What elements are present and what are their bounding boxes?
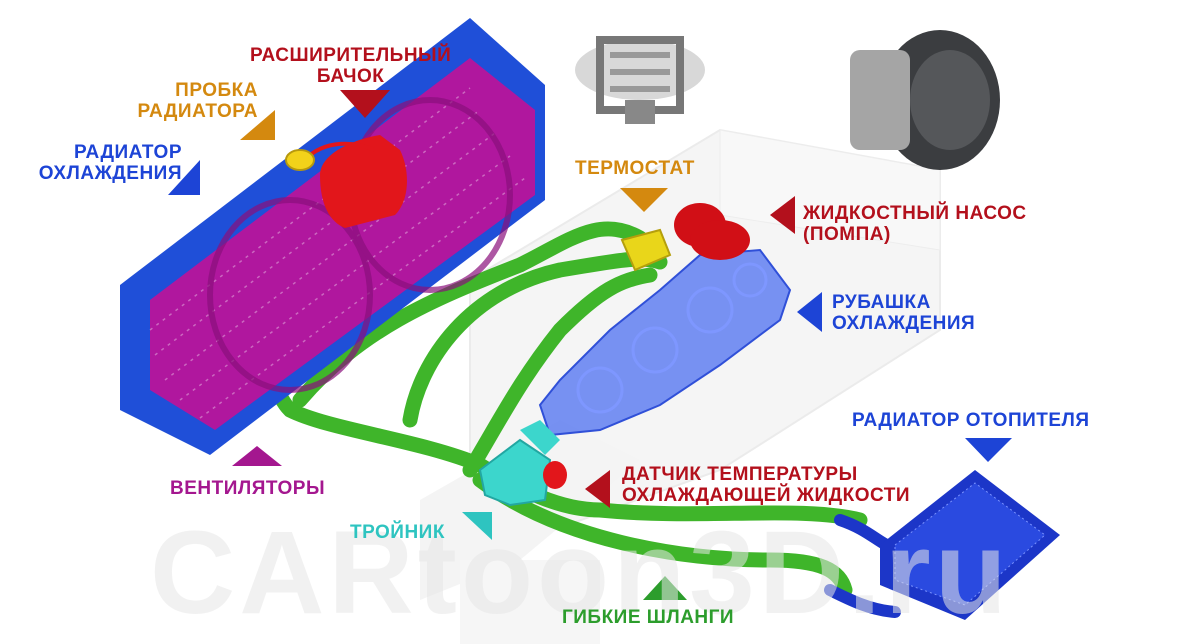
pointer-expansion-tank xyxy=(340,90,390,118)
radiator-cap xyxy=(285,149,315,171)
water-pump-photo xyxy=(850,30,1000,170)
pointer-cooling-jacket xyxy=(797,292,822,332)
temperature-sensor xyxy=(543,461,567,489)
pointer-fans xyxy=(232,446,282,466)
pointer-flexible-hoses xyxy=(643,576,687,600)
label-heater-radiator: РАДИАТОР ОТОПИТЕЛЯ xyxy=(852,410,1090,431)
watermark: CARtoon3D.ru xyxy=(150,507,1011,639)
pointer-heater-radiator xyxy=(965,438,1012,462)
water-pump xyxy=(674,203,750,260)
cooling-jacket xyxy=(538,248,792,437)
label-temp-sensor: ДАТЧИК ТЕМПЕРАТУРЫ ОХЛАЖДАЮЩЕЙ ЖИДКОСТИ xyxy=(622,464,911,506)
label-expansion-tank: РАСШИРИТЕЛЬНЫЙ БАЧОК xyxy=(250,45,452,87)
label-radiator-cap: ПРОБКА РАДИАТОРА xyxy=(137,80,258,122)
pointer-cooling-radiator xyxy=(168,160,200,195)
label-fans: ВЕНТИЛЯТОРЫ xyxy=(170,478,326,499)
label-pointers xyxy=(168,90,1012,600)
thermostat-photo xyxy=(575,36,705,124)
label-water-pump: ЖИДКОСТНЫЙ НАСОС (ПОМПА) xyxy=(803,203,1027,245)
pointer-tee xyxy=(462,512,492,540)
label-thermostat: ТЕРМОСТАТ xyxy=(575,158,695,179)
heater-radiator xyxy=(880,470,1060,620)
tee-fitting xyxy=(478,420,560,507)
pointer-radiator-cap xyxy=(240,110,275,140)
label-cooling-jacket: РУБАШКА ОХЛАЖДЕНИЯ xyxy=(832,292,976,334)
cooling-radiator xyxy=(120,18,545,455)
thermostat-housing xyxy=(620,228,672,272)
label-flexible-hoses: ГИБКИЕ ШЛАНГИ xyxy=(562,607,735,628)
pointer-temp-sensor xyxy=(585,470,610,508)
pointer-thermostat xyxy=(620,188,668,212)
pointer-water-pump xyxy=(770,196,795,234)
label-cooling-radiator: РАДИАТОР ОХЛАЖДЕНИЯ xyxy=(38,142,182,184)
label-tee: ТРОЙНИК xyxy=(350,522,445,543)
